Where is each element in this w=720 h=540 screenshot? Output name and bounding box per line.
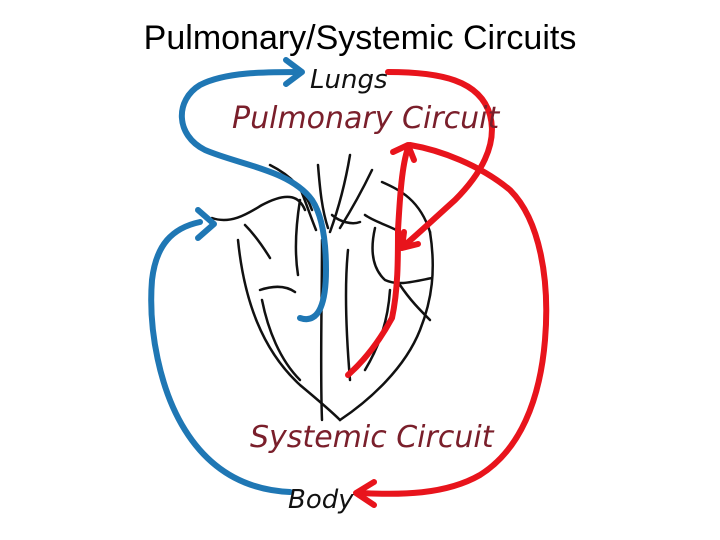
body-label: Body <box>288 485 354 515</box>
lungs-label: Lungs <box>310 65 388 95</box>
systemic-red-path <box>345 69 550 508</box>
systemic-circuit-label: Systemic Circuit <box>250 420 495 455</box>
pulmonary-circuit-label: Pulmonary Circuit <box>232 101 500 136</box>
pulmonary-blue-path <box>148 57 329 495</box>
slide-title: Pulmonary/Systemic Circuits <box>143 19 577 57</box>
